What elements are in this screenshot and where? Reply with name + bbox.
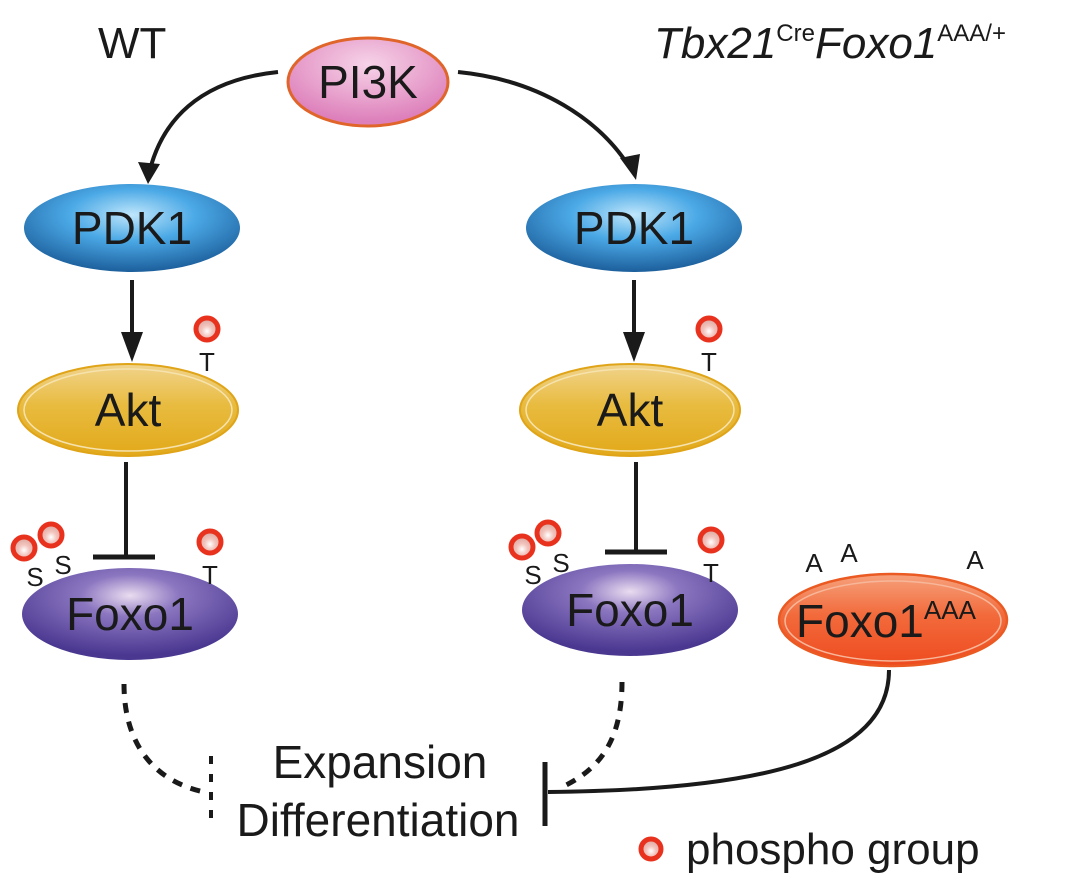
phospho-group-icon — [508, 533, 536, 561]
pi3k-to-pdk1-right-arrow — [457, 70, 632, 170]
arrowhead-icon — [620, 154, 640, 180]
foxo1-right-to-outcome-dashed-line — [558, 681, 625, 791]
phospho-group-icon — [10, 534, 38, 562]
alanine-label: A — [805, 548, 823, 578]
foxo1aaa-main: Foxo1 — [796, 595, 924, 647]
arrowhead-icon — [623, 332, 645, 362]
akt-right-label: Akt — [597, 384, 664, 436]
alanine-label: A — [840, 538, 858, 568]
mutant-genotype-header: Tbx21CreFoxo1AAA/+ — [654, 19, 1006, 68]
outcome-differentiation: Differentiation — [237, 794, 520, 846]
serine-label: S — [524, 560, 541, 590]
pdk1-right-node: PDK1 — [526, 184, 742, 272]
foxo1-left-to-outcome-dashed-line — [121, 683, 205, 795]
pdk1-left-node: PDK1 — [24, 184, 240, 272]
pi3k-node: PI3K — [286, 36, 450, 128]
gene2-superscript: AAA/+ — [937, 20, 1006, 47]
serine-label: S — [26, 562, 43, 592]
foxo1aaa-alanine-sites: A A A — [805, 538, 984, 578]
legend: phospho group — [638, 825, 980, 874]
legend-label: phospho group — [686, 825, 980, 874]
phospho-group-icon — [37, 521, 65, 549]
foxo1-right-phospho-sites: S S T — [508, 519, 725, 590]
threonine-label: T — [202, 560, 218, 590]
akt-left-phospho-threonine: T — [193, 315, 221, 377]
threonine-label: T — [701, 347, 717, 377]
phospho-group-icon — [196, 528, 224, 556]
foxo1-right-label: Foxo1 — [566, 584, 694, 636]
threonine-label: T — [199, 347, 215, 377]
akt-inhibits-foxo1-left — [93, 462, 155, 560]
foxo1aaa-label: Foxo1AAA — [796, 595, 977, 647]
foxo1aaa-inhibits-outcome-line — [547, 669, 891, 794]
akt-left-node: Akt — [17, 363, 239, 457]
wt-header: WT — [98, 19, 166, 68]
foxo1aaa-node: Foxo1AAA — [777, 572, 1009, 668]
akt-right-phospho-threonine: T — [695, 315, 723, 377]
serine-label: S — [54, 550, 71, 580]
akt-left-label: Akt — [95, 384, 162, 436]
foxo1-left-node: Foxo1 — [22, 568, 238, 660]
foxo1-left-phospho-sites: S S T — [10, 521, 224, 592]
akt-right-node: Akt — [519, 363, 741, 457]
gene2: Foxo1 — [815, 19, 937, 68]
phospho-group-icon — [697, 526, 725, 554]
arrowhead-icon — [121, 332, 143, 362]
pi3k-label: PI3K — [318, 56, 418, 108]
pdk1-right-label: PDK1 — [574, 202, 694, 254]
phospho-group-icon — [695, 315, 723, 343]
foxo1-right-node: Foxo1 — [522, 564, 738, 656]
phospho-group-icon — [193, 315, 221, 343]
akt-inhibits-foxo1-right — [605, 462, 667, 555]
alanine-label: A — [966, 545, 984, 575]
pi3k-to-pdk1-left-arrow — [146, 70, 279, 179]
pdk1-left-label: PDK1 — [72, 202, 192, 254]
outcome-expansion: Expansion — [273, 736, 488, 788]
threonine-label: T — [703, 558, 719, 588]
gene1: Tbx21 — [654, 19, 776, 68]
foxo1aaa-superscript: AAA — [924, 595, 977, 625]
serine-label: S — [552, 548, 569, 578]
gene1-superscript: Cre — [776, 20, 815, 47]
phospho-group-icon — [638, 836, 664, 862]
phospho-group-icon — [534, 519, 562, 547]
foxo1-left-label: Foxo1 — [66, 588, 194, 640]
arrowhead-icon — [138, 162, 160, 184]
